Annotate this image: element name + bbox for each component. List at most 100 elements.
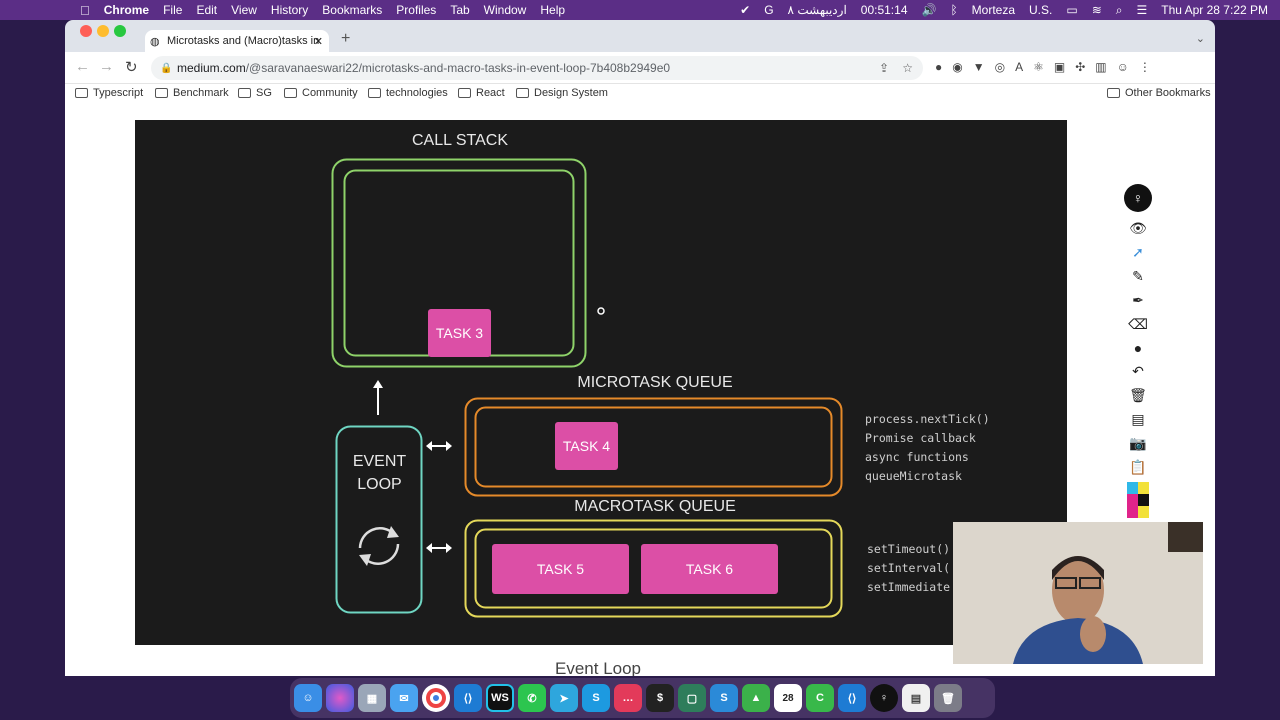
username[interactable]: Morteza [971,3,1016,17]
extension-icon[interactable]: A [1015,60,1024,74]
bookmark-community[interactable]: Community [284,87,358,99]
sidepanel-icon[interactable]: ▥ [1095,60,1107,74]
zoom-window-button[interactable] [114,25,126,37]
wifi-icon[interactable]: ≋ [1091,3,1102,17]
bookmark-technologies[interactable]: technologies [368,87,448,99]
dot-icon[interactable]: ● [1133,340,1143,356]
menu-bookmarks[interactable]: Bookmarks [312,3,382,17]
cursor-indicator [597,307,605,315]
bookmark-other[interactable]: Other Bookmarks [1107,87,1211,99]
control-center-icon[interactable]: ☰ [1136,3,1148,17]
bookmark-star-icon[interactable]: ☆ [902,61,913,75]
skype-icon[interactable]: S [582,684,610,712]
siri-icon[interactable] [326,684,354,712]
macrotask-queue-title: MACROTASK QUEUE [574,498,736,515]
menu-tab[interactable]: Tab [440,3,469,17]
color-swatches[interactable] [1127,482,1149,518]
back-icon[interactable]: ← [75,58,90,75]
bluetooth-icon[interactable]: ᛒ [950,3,958,17]
volume-icon[interactable]: 🔊 [921,3,937,17]
terminal-icon[interactable]: $ [646,684,674,712]
forward-icon[interactable]: → [99,58,114,75]
battery-icon[interactable]: ▭ [1066,3,1078,17]
calendar-icon[interactable]: 28 [774,684,802,712]
webstorm-icon[interactable]: WS [486,684,514,712]
menu-file[interactable]: File [153,3,182,17]
bookmark-react[interactable]: React [458,87,505,99]
eraser-icon[interactable]: ⌫ [1128,316,1148,332]
apple-icon[interactable]:  [80,3,90,18]
extension-icon[interactable]: ▼ [972,60,985,74]
chrome-icon[interactable] [422,684,450,712]
pen-icon[interactable]: ✒ [1132,292,1144,308]
swatch-pink[interactable] [1127,494,1138,518]
close-tab-icon[interactable]: ✕ [313,35,323,48]
tab-active[interactable]: ◍ Microtasks and (Macro)tasks in ✕ [145,30,329,52]
loop-arrows-icon [358,526,400,566]
share-icon[interactable]: ⇪ [878,61,889,75]
macrotask-outer-border [464,519,843,618]
menu-chrome[interactable]: Chrome [94,3,149,17]
menu-view[interactable]: View [221,3,257,17]
search-icon[interactable]: ⌕ [1115,2,1123,17]
check-icon[interactable]: ✔ [740,3,751,17]
mail-icon[interactable]: ✉ [390,684,418,712]
telegram-icon[interactable]: ➤ [550,684,578,712]
address-bar[interactable]: 🔒 medium.com/@saravanaeswari22/microtask… [151,56,923,80]
android-studio-icon[interactable]: ▲ [742,684,770,712]
task-3-block: TASK 3 [428,309,491,357]
swatch-black[interactable] [1138,494,1149,506]
presentify-logo-icon[interactable]: ♀ [1124,184,1152,212]
extension-icon[interactable]: ◎ [994,60,1006,74]
launchpad-icon[interactable]: ▦ [358,684,386,712]
puzzle-icon[interactable]: ✣ [1075,60,1086,74]
menu-help[interactable]: Help [530,3,565,17]
presentify-icon[interactable]: ♀ [870,684,898,712]
clipboard-icon[interactable]: 📋 [1129,459,1147,475]
folder-icon [75,88,88,98]
trash-icon[interactable]: 🗑 [1129,387,1147,403]
clock[interactable]: Thu Apr 28 7:22 PM [1161,3,1268,17]
messages-icon[interactable]: … [614,684,642,712]
react-devtools-icon[interactable]: ⚛ [1033,60,1044,74]
kebab-menu-icon[interactable]: ⋮ [1138,60,1151,74]
minimize-window-button[interactable] [97,25,109,37]
screens-icon[interactable]: ▢ [678,684,706,712]
extension-icon[interactable]: ◉ [952,60,963,74]
whiteboard-icon[interactable]: ▤ [1131,411,1145,427]
skype-business-icon[interactable]: S [710,684,738,712]
menu-profiles[interactable]: Profiles [386,3,436,17]
codecomponents-icon[interactable]: C [806,684,834,712]
close-window-button[interactable] [80,25,92,37]
finder-icon[interactable]: ☺ [294,684,322,712]
tab-search-icon[interactable]: ⌄ [1195,33,1205,45]
bookmark-benchmark[interactable]: Benchmark [155,87,229,99]
new-tab-button[interactable]: + [341,30,351,47]
vscode-alt-icon[interactable]: ⟨⟩ [838,684,866,712]
bookmark-sg[interactable]: SG [238,87,272,99]
vscode-icon[interactable]: ⟨⟩ [454,684,482,712]
extension-icon[interactable]: ● [935,60,943,74]
bookmark-typescript[interactable]: Typescript [75,87,143,99]
avatar[interactable]: ☺ [1116,60,1129,74]
menu-history[interactable]: History [261,3,308,17]
up-arrow-head [373,380,383,388]
trash-bin-icon[interactable]: 🗑 [934,684,962,712]
extension-icon[interactable]: ▣ [1053,60,1066,74]
document-icon[interactable]: ▤ [902,684,930,712]
reload-icon[interactable]: ↻ [125,59,138,76]
macrotask-arrow-right-head [446,543,452,553]
bookmark-design-system[interactable]: Design System [516,87,608,99]
menu-window[interactable]: Window [473,3,527,17]
highlighter-icon[interactable]: ✎ [1132,268,1144,284]
eye-icon[interactable]: 👁 [1129,220,1147,236]
persian-calendar[interactable]: ۸ اردیبهشت [787,3,847,17]
recording-timer[interactable]: 00:51:14 [860,3,908,17]
grammarly-icon[interactable]: G [764,3,774,17]
menu-edit[interactable]: Edit [186,3,217,17]
pointer-icon[interactable]: ➚ [1132,244,1144,260]
input-source[interactable]: U.S. [1029,3,1053,17]
undo-icon[interactable]: ↶ [1132,363,1144,379]
whatsapp-icon[interactable]: ✆ [518,684,546,712]
camera-icon[interactable]: 📷 [1129,435,1147,451]
